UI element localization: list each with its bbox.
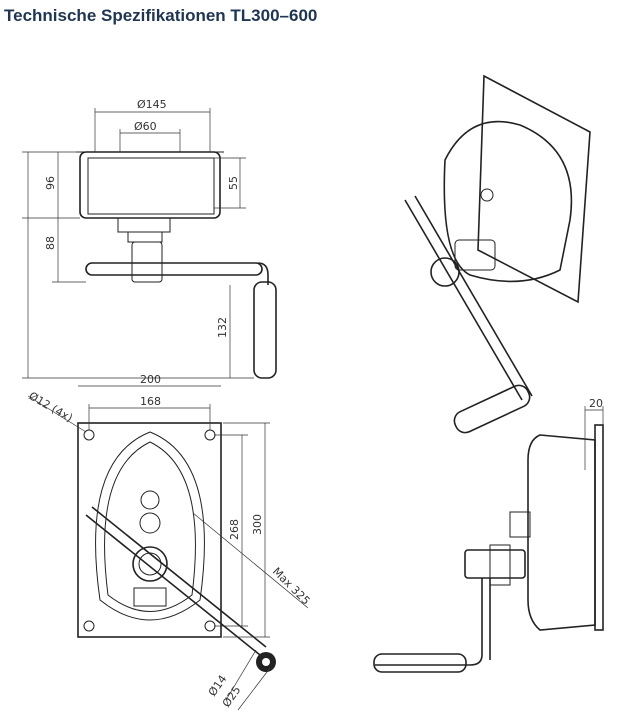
top-view: Ø145 Ø60 96 88 55 132 [22, 98, 277, 379]
dim-w200: 200 [140, 373, 161, 386]
dim-h88: 88 [44, 236, 57, 250]
front-view: 200 168 Ø12 (4x) 268 300 Max 325 Ø14 Ø25 [27, 373, 313, 711]
dim-w168: 168 [140, 395, 161, 408]
dim-d60: Ø60 [134, 120, 157, 133]
dim-h300: 300 [251, 514, 264, 535]
dim-d12: Ø12 (4x) [27, 389, 75, 424]
dim-max325: Max 325 [270, 565, 313, 608]
page-title: Technische Spezifikationen TL300–600 [4, 6, 318, 25]
dim-w20: 20 [589, 397, 603, 410]
dim-d145: Ø145 [137, 98, 167, 111]
dim-h268: 268 [228, 519, 241, 540]
side-view: 20 [373, 397, 604, 673]
isometric-view [404, 74, 591, 434]
dim-h55: 55 [227, 176, 240, 190]
dim-h132: 132 [216, 317, 229, 338]
dim-h96: 96 [44, 176, 57, 190]
